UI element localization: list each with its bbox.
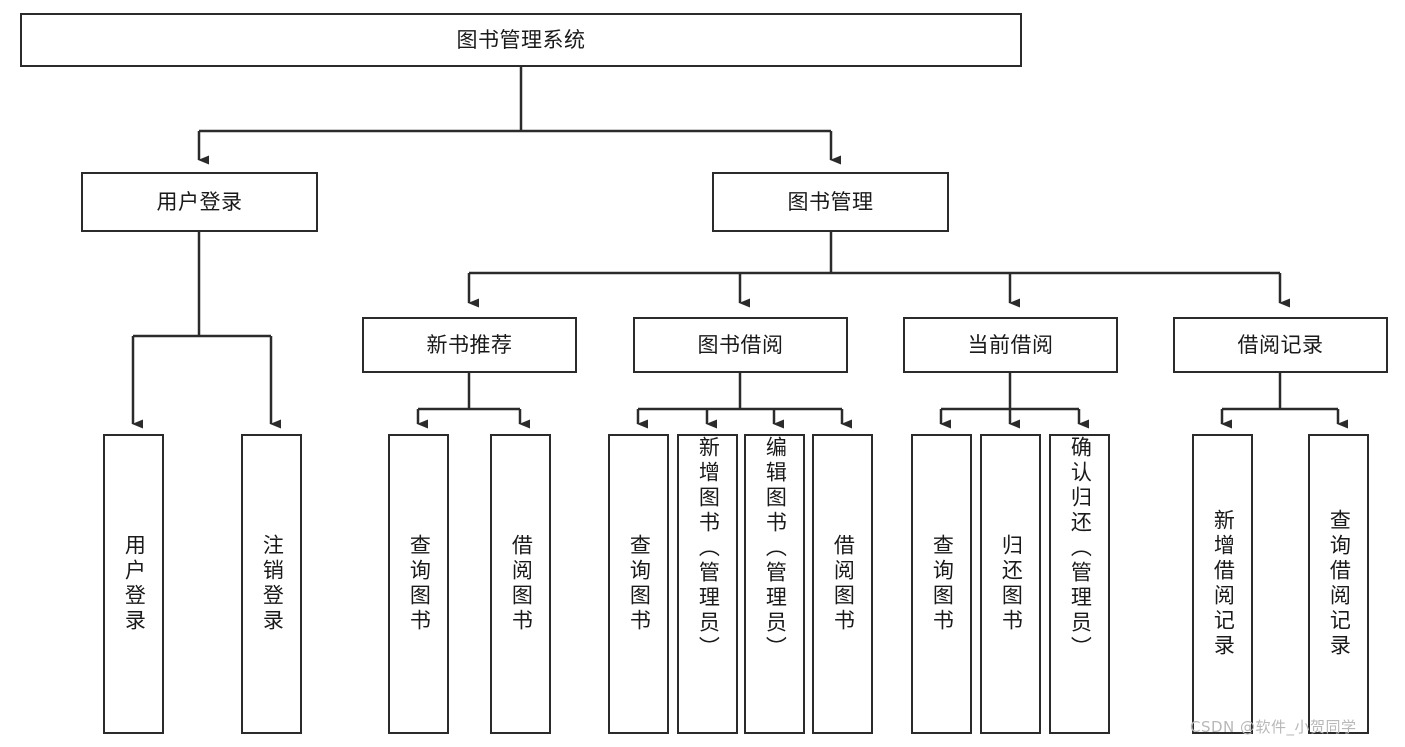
node-leaf-query-book-2-label: 查询图书 <box>627 534 652 634</box>
node-current-borrow[interactable]: 当前借阅 <box>903 317 1118 373</box>
node-leaf-query-book-3-label: 查询图书 <box>930 534 955 634</box>
node-book-manage[interactable]: 图书管理 <box>712 172 949 232</box>
node-leaf-confirm-return[interactable]: 确认归还（管理员） <box>1049 434 1110 734</box>
node-leaf-borrow-book-1-label: 借阅图书 <box>509 534 534 634</box>
node-leaf-add-book-label: 新增图书（管理员） <box>696 436 721 661</box>
node-leaf-edit-book-label: 编辑图书（管理员） <box>763 436 788 661</box>
node-leaf-add-record[interactable]: 新增借阅记录 <box>1192 434 1253 734</box>
node-leaf-query-book-2[interactable]: 查询图书 <box>608 434 669 734</box>
node-leaf-return-book[interactable]: 归还图书 <box>980 434 1041 734</box>
node-leaf-user-login-label: 用户登录 <box>122 534 147 634</box>
node-leaf-query-book-1-label: 查询图书 <box>407 534 432 634</box>
node-leaf-add-book[interactable]: 新增图书（管理员） <box>677 434 738 734</box>
node-leaf-user-login[interactable]: 用户登录 <box>103 434 164 734</box>
node-leaf-query-record[interactable]: 查询借阅记录 <box>1308 434 1369 734</box>
node-leaf-borrow-book-1[interactable]: 借阅图书 <box>490 434 551 734</box>
node-book-manage-label: 图书管理 <box>787 189 874 214</box>
node-user-login-label: 用户登录 <box>156 189 243 214</box>
node-leaf-return-book-label: 归还图书 <box>999 534 1024 634</box>
node-leaf-confirm-return-label: 确认归还（管理员） <box>1068 436 1093 661</box>
node-root[interactable]: 图书管理系统 <box>20 13 1022 67</box>
node-new-book-recommend[interactable]: 新书推荐 <box>362 317 577 373</box>
node-user-login[interactable]: 用户登录 <box>81 172 318 232</box>
node-borrow-record-label: 借阅记录 <box>1237 332 1324 357</box>
node-leaf-borrow-book-2-label: 借阅图书 <box>831 534 856 634</box>
node-leaf-query-book-1[interactable]: 查询图书 <box>388 434 449 734</box>
node-borrow-record[interactable]: 借阅记录 <box>1173 317 1388 373</box>
node-book-borrow[interactable]: 图书借阅 <box>633 317 848 373</box>
node-leaf-user-logout[interactable]: 注销登录 <box>241 434 302 734</box>
node-root-label: 图书管理系统 <box>456 27 586 52</box>
node-new-book-recommend-label: 新书推荐 <box>426 332 513 357</box>
node-leaf-borrow-book-2[interactable]: 借阅图书 <box>812 434 873 734</box>
node-leaf-query-book-3[interactable]: 查询图书 <box>911 434 972 734</box>
node-current-borrow-label: 当前借阅 <box>967 332 1054 357</box>
node-leaf-query-record-label: 查询借阅记录 <box>1327 509 1352 659</box>
node-leaf-user-logout-label: 注销登录 <box>260 534 285 634</box>
node-leaf-add-record-label: 新增借阅记录 <box>1211 509 1236 659</box>
node-book-borrow-label: 图书借阅 <box>697 332 784 357</box>
node-leaf-edit-book[interactable]: 编辑图书（管理员） <box>744 434 805 734</box>
